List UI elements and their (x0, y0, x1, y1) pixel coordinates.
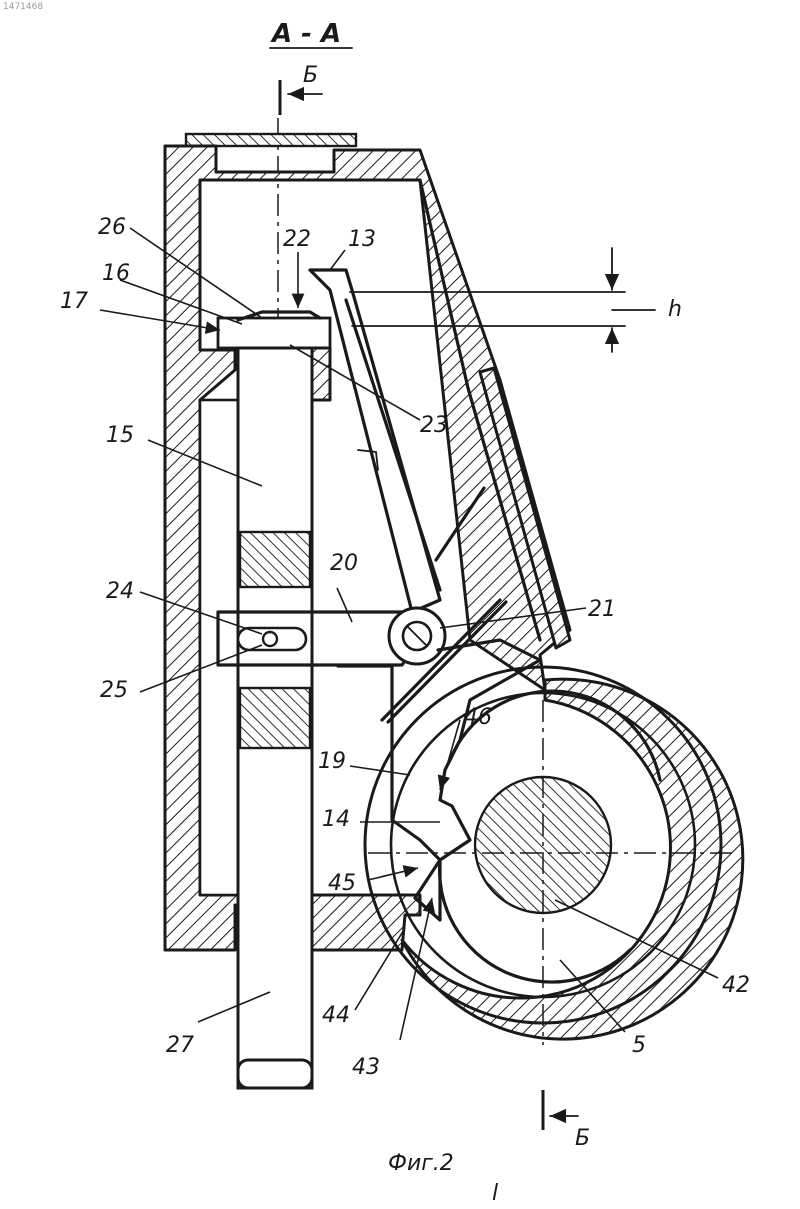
section-title-group: А - А (270, 19, 352, 49)
section-mark-bottom-label: Б (575, 1126, 590, 1151)
section-mark-top: Б (280, 63, 322, 115)
document-number: 1471468 (3, 2, 43, 12)
label-23: 23 (420, 413, 448, 438)
label-15: 15 (106, 423, 134, 448)
label-43: 43 (352, 1055, 380, 1080)
label-16: 16 (102, 261, 130, 286)
label-19: 19 (318, 749, 346, 774)
label-27: 27 (166, 1033, 194, 1058)
dimension-h: h (350, 248, 682, 352)
label-42: 42 (722, 973, 750, 998)
label-20: 20 (330, 551, 358, 576)
label-45: 45 (328, 871, 356, 896)
page-mark: l (492, 1181, 498, 1206)
dimension-h-label: h (668, 297, 682, 322)
pin-24 (263, 632, 277, 646)
top-cap-plate (186, 134, 356, 146)
lever-inner-line (346, 300, 440, 590)
shaft-end (238, 1060, 312, 1088)
shaft-section-lower (240, 688, 310, 748)
figure-caption: Фиг.2 (388, 1151, 454, 1176)
section-title: А - А (270, 19, 341, 49)
section-mark-bottom: Б (543, 1090, 590, 1151)
label-46: 46 (464, 705, 492, 730)
label-22: 22 (283, 227, 311, 252)
label-26: 26 (98, 215, 126, 240)
label-17: 17 (60, 289, 88, 314)
label-21: 21 (588, 597, 616, 622)
upper-block (218, 318, 330, 348)
label-25: 25 (100, 678, 128, 703)
section-mark-top-label: Б (303, 63, 318, 88)
label-13: 13 (348, 227, 376, 252)
label-14: 14 (322, 807, 350, 832)
label-24: 24 (106, 579, 134, 604)
label-44: 44 (322, 1003, 350, 1028)
shaft-section-upper (240, 532, 310, 587)
label-5: 5 (632, 1033, 646, 1058)
